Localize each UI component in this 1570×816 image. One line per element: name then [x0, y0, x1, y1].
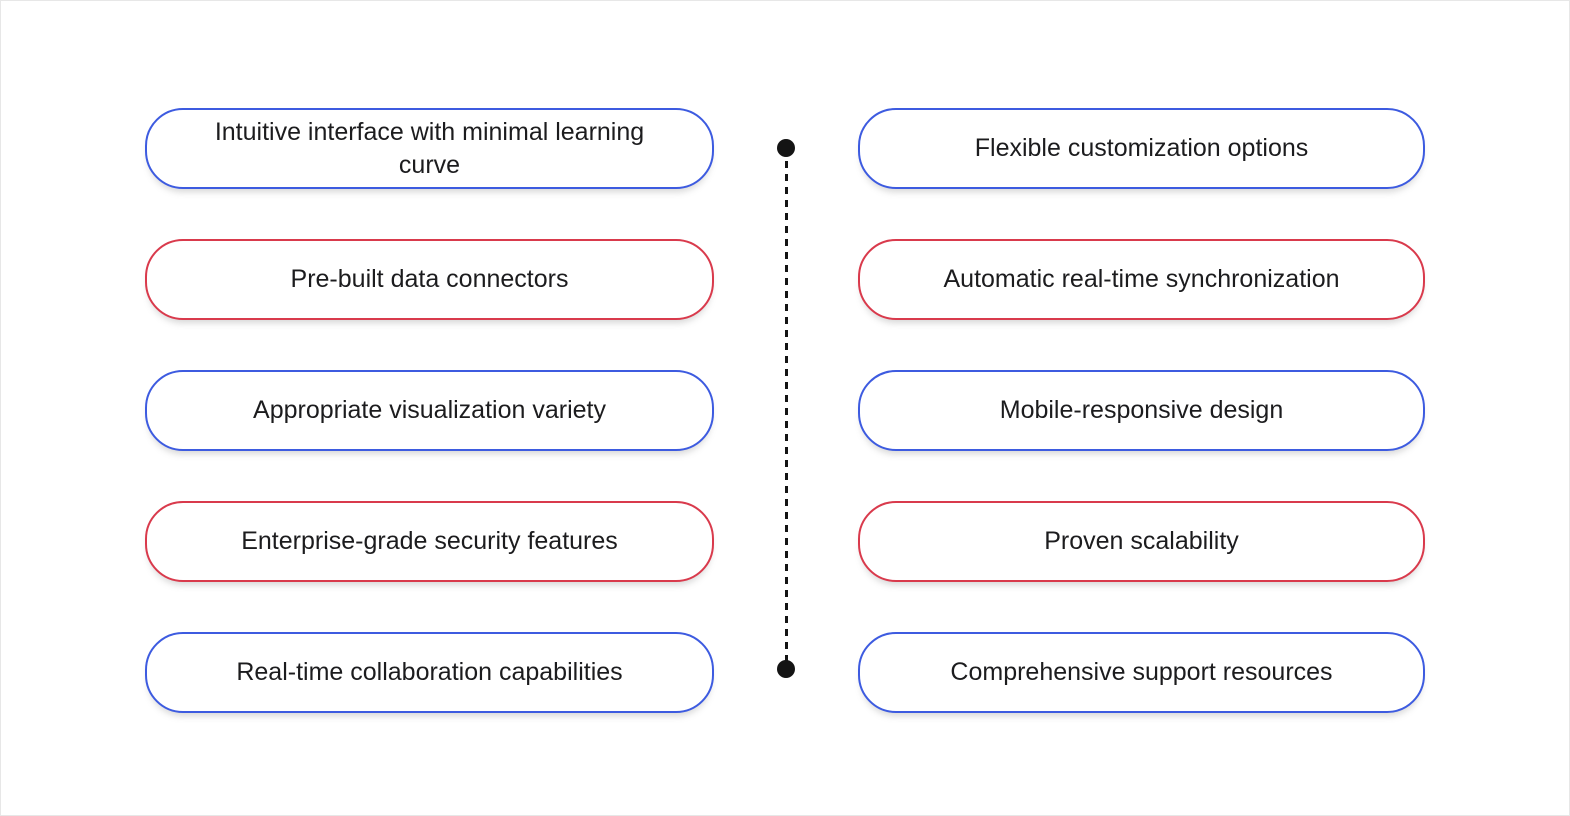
- feature-pill-label: Real-time collaboration capabilities: [236, 658, 623, 687]
- connector-dot-bottom: [777, 660, 795, 678]
- feature-pill-label: Mobile-responsive design: [999, 396, 1284, 425]
- feature-pill: Flexible customization options: [858, 108, 1425, 189]
- feature-pill-label: Pre-built data connectors: [290, 265, 569, 294]
- feature-pill-label: Appropriate visualization variety: [253, 396, 606, 425]
- feature-pill-label: Automatic real-time synchronization: [943, 265, 1340, 294]
- feature-pill: Pre-built data connectors: [145, 239, 714, 320]
- feature-pill: Automatic real-time synchronization: [858, 239, 1425, 320]
- feature-pill-label: Enterprise-grade security features: [241, 527, 618, 556]
- feature-pill: Enterprise-grade security features: [145, 501, 714, 582]
- feature-pill: Mobile-responsive design: [858, 370, 1425, 451]
- feature-pill: Proven scalability: [858, 501, 1425, 582]
- connector-dashed-line: [785, 148, 788, 669]
- feature-pill: Comprehensive support resources: [858, 632, 1425, 713]
- feature-pill: Intuitive interface with minimal learnin…: [145, 108, 714, 189]
- feature-pill: Real-time collaboration capabilities: [145, 632, 714, 713]
- feature-pill: Appropriate visualization variety: [145, 370, 714, 451]
- right-feature-column: Flexible customization options Automatic…: [858, 108, 1425, 713]
- feature-pill-label: Intuitive interface with minimal learnin…: [214, 118, 645, 179]
- feature-pill-label: Flexible customization options: [974, 134, 1309, 163]
- feature-pill-label: Proven scalability: [1044, 527, 1239, 556]
- feature-pill-label: Comprehensive support resources: [950, 658, 1333, 687]
- left-feature-column: Intuitive interface with minimal learnin…: [145, 108, 714, 713]
